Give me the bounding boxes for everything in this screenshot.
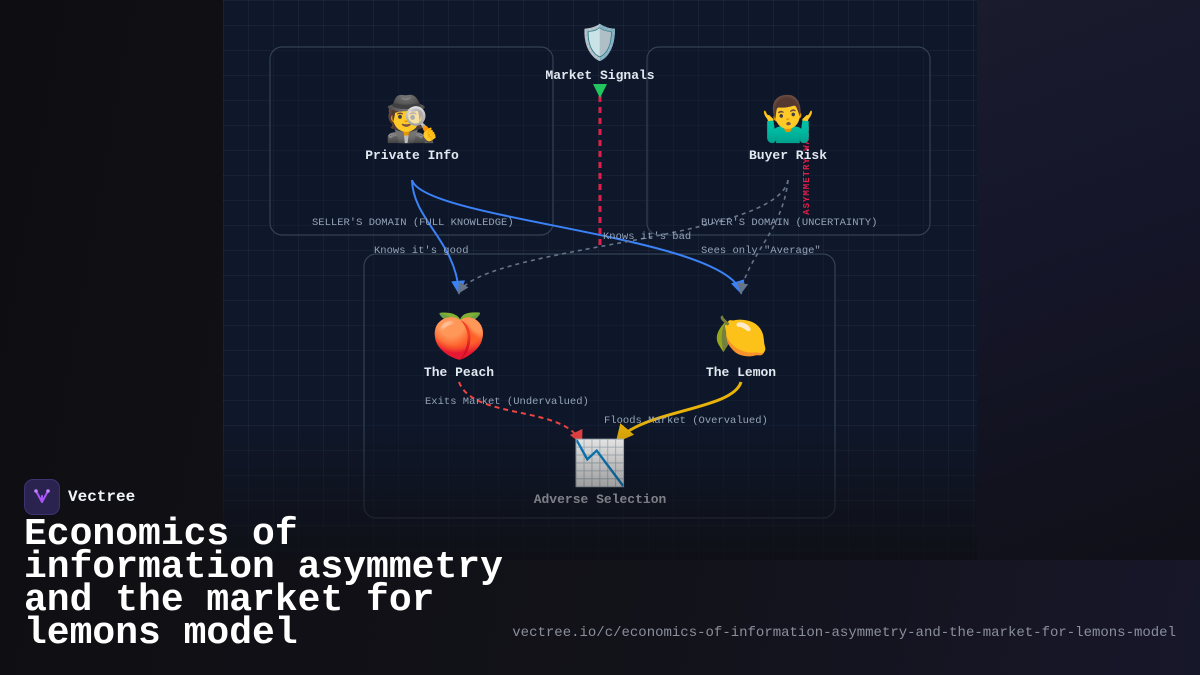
lemon-icon: 🍋	[713, 311, 769, 362]
node-market-signals: 🛡️ Market Signals	[520, 20, 680, 83]
diagram-canvas	[269, 46, 931, 519]
node-label: Market Signals	[545, 68, 655, 83]
label-knows-good: Knows it's good	[374, 245, 469, 257]
diagram-panel: SELLER'S DOMAIN (FULL KNOWLEDGE) BUYER'S…	[223, 0, 977, 560]
background-glow	[977, 0, 1200, 560]
label-sees-average: Sees only "Average"	[701, 245, 821, 257]
label-floods-market: Floods Market (Overvalued)	[604, 415, 768, 427]
seller-domain-label: SELLER'S DOMAIN (FULL KNOWLEDGE)	[312, 217, 514, 229]
edge-sees-average-lemon	[737, 179, 789, 295]
signal-arrow	[593, 84, 607, 98]
brand: Vectree	[24, 479, 135, 515]
node-the-peach: 🍑 The Peach	[379, 311, 539, 380]
peach-icon: 🍑	[431, 311, 487, 362]
chart-decreasing-icon: 📉	[572, 438, 628, 489]
shield-icon: 🛡️	[578, 23, 622, 63]
brand-name: Vectree	[68, 488, 136, 506]
label-exits-market: Exits Market (Undervalued)	[425, 396, 589, 408]
node-buyer-risk: 🤷‍♂️ Buyer Risk	[708, 94, 868, 163]
node-label: Private Info	[365, 148, 459, 163]
page-url[interactable]: vectree.io/c/economics-of-information-as…	[512, 625, 1176, 641]
node-label: Buyer Risk	[748, 148, 827, 163]
node-label: The Lemon	[705, 365, 777, 380]
page-title: Economics of information asymmetry and t…	[24, 513, 503, 655]
buyer-domain-label: BUYER'S DOMAIN (UNCERTAINTY)	[701, 217, 878, 229]
detective-icon: 🕵️	[384, 94, 440, 145]
node-adverse-selection: 📉 Adverse Selection	[520, 438, 680, 507]
shrugging-person-icon: 🤷‍♂️	[760, 94, 816, 145]
node-label: Adverse Selection	[533, 492, 667, 507]
node-label: The Peach	[423, 365, 495, 380]
buyer-domain-box	[646, 46, 931, 236]
node-private-info: 🕵️ Private Info	[332, 94, 492, 163]
edge-knows-bad	[411, 179, 745, 295]
edge-knows-good	[411, 179, 466, 295]
node-the-lemon: 🍋 The Lemon	[661, 311, 821, 380]
seller-domain-box	[269, 46, 554, 236]
vectree-fork-icon	[24, 479, 60, 515]
label-knows-bad: Knows it's bad	[603, 231, 692, 243]
